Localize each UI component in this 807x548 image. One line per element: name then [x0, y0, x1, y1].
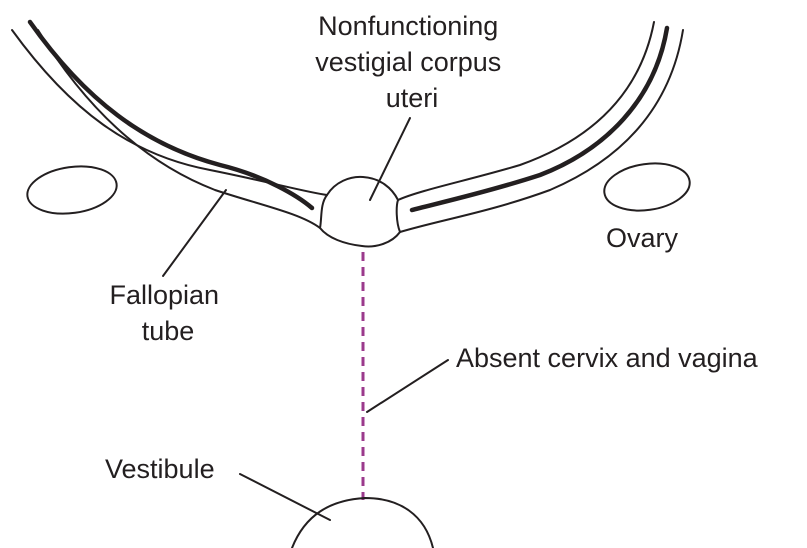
left-tube-outer-wall [12, 30, 327, 195]
corpus-uteri-label-line-3: uteri [386, 83, 439, 113]
right-ovary [601, 158, 693, 216]
vestibule-outline [292, 498, 433, 548]
corpus-uteri-label-line-1: Nonfunctioning [318, 11, 498, 41]
fallopian-tube-label-line-1: Fallopian [109, 280, 219, 310]
vestibule-label: Vestibule [105, 454, 215, 484]
left-fallopian-tube [12, 22, 327, 228]
fallopian-tube-label: Fallopian tube [109, 280, 226, 346]
vestigial-corpus-uteri [320, 177, 400, 247]
left-tube-lumen [30, 22, 312, 208]
left-ovary [24, 161, 120, 219]
fallopian-tube-label-line-2: tube [142, 316, 195, 346]
absent-cervix-vagina-label: Absent cervix and vagina [456, 343, 759, 373]
absent-cervix-leader-line [367, 360, 448, 412]
corpus-uteri-label-line-2: vestigial corpus [315, 47, 501, 77]
ovary-label: Ovary [606, 223, 679, 253]
fallopian-tube-leader-line [163, 190, 226, 276]
corpus-uteri-label: Nonfunctioning vestigial corpus uteri [315, 11, 509, 113]
left-tube-inner-wall [38, 30, 320, 228]
vestibule-leader-line [240, 474, 330, 520]
